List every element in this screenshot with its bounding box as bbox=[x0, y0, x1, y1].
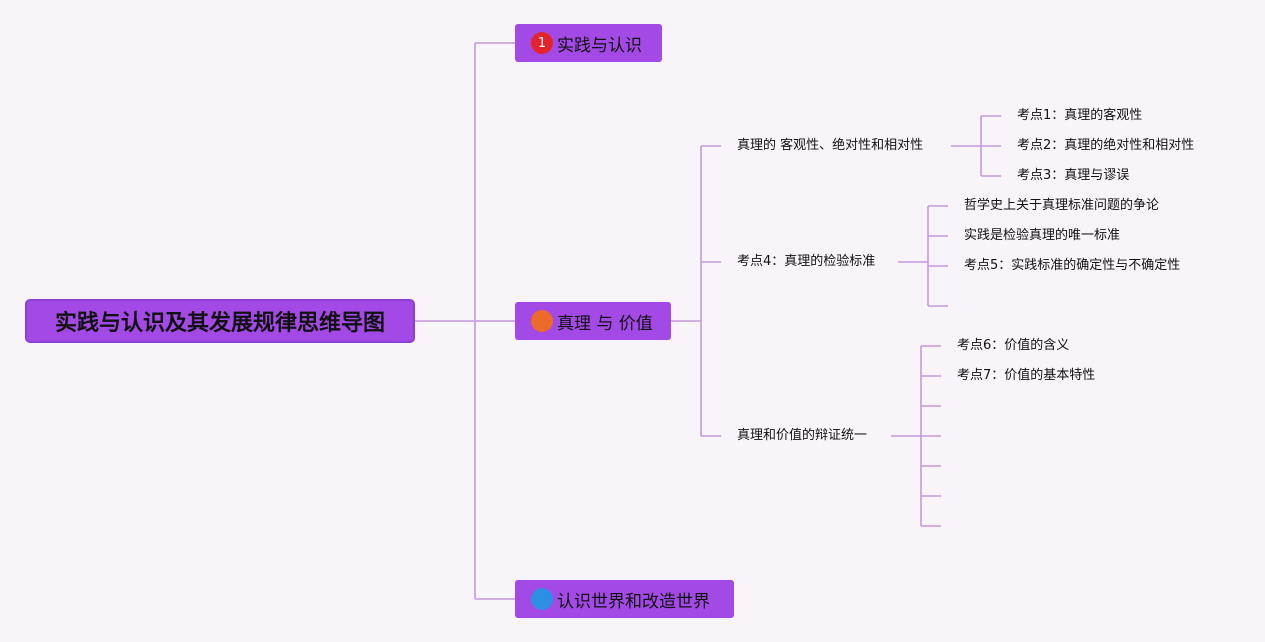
topic-truth-value-unity[interactable]: 真理和价值的辩证统一 bbox=[737, 428, 868, 443]
number-3-icon bbox=[531, 588, 553, 610]
subtopic-point-5[interactable]: 考点5：实践标准的确定性与不确定性 bbox=[964, 258, 1181, 273]
subtopic-point-1[interactable]: 考点1：真理的客观性 bbox=[1017, 108, 1143, 123]
subtopic-point-2[interactable]: 考点2：真理的绝对性和相对性 bbox=[1017, 138, 1195, 153]
topic-truth-objectivity[interactable]: 真理的 客观性、绝对性和相对性 bbox=[737, 138, 924, 153]
subtopic-point-7[interactable]: 考点7：价值的基本特性 bbox=[957, 368, 1096, 383]
number-1-icon: 1 bbox=[531, 32, 553, 54]
branch-label: 真理 与 价值 bbox=[557, 313, 653, 334]
branch-node-know-transform-world[interactable]: 认识世界和改造世界 bbox=[515, 580, 734, 618]
subtopic-history-debate[interactable]: 哲学史上关于真理标准问题的争论 bbox=[964, 198, 1160, 213]
branch-node-truth-value[interactable]: 真理 与 价值 bbox=[515, 302, 671, 340]
branch-label: 实践与认识 bbox=[557, 35, 642, 56]
root-title: 实践与认识及其发展规律思维导图 bbox=[54, 311, 385, 336]
root-node[interactable]: 实践与认识及其发展规律思维导图 bbox=[25, 299, 415, 343]
subtopic-sole-criterion[interactable]: 实践是检验真理的唯一标准 bbox=[964, 228, 1121, 243]
subtopic-point-3[interactable]: 考点3：真理与谬误 bbox=[1017, 168, 1130, 183]
branch-node-practice-cognition[interactable]: 1 实践与认识 bbox=[515, 24, 662, 62]
topic-truth-criterion[interactable]: 考点4：真理的检验标准 bbox=[737, 254, 876, 269]
branch-label: 认识世界和改造世界 bbox=[557, 591, 710, 612]
number-2-icon bbox=[531, 310, 553, 332]
subtopic-point-6[interactable]: 考点6：价值的含义 bbox=[957, 338, 1070, 353]
